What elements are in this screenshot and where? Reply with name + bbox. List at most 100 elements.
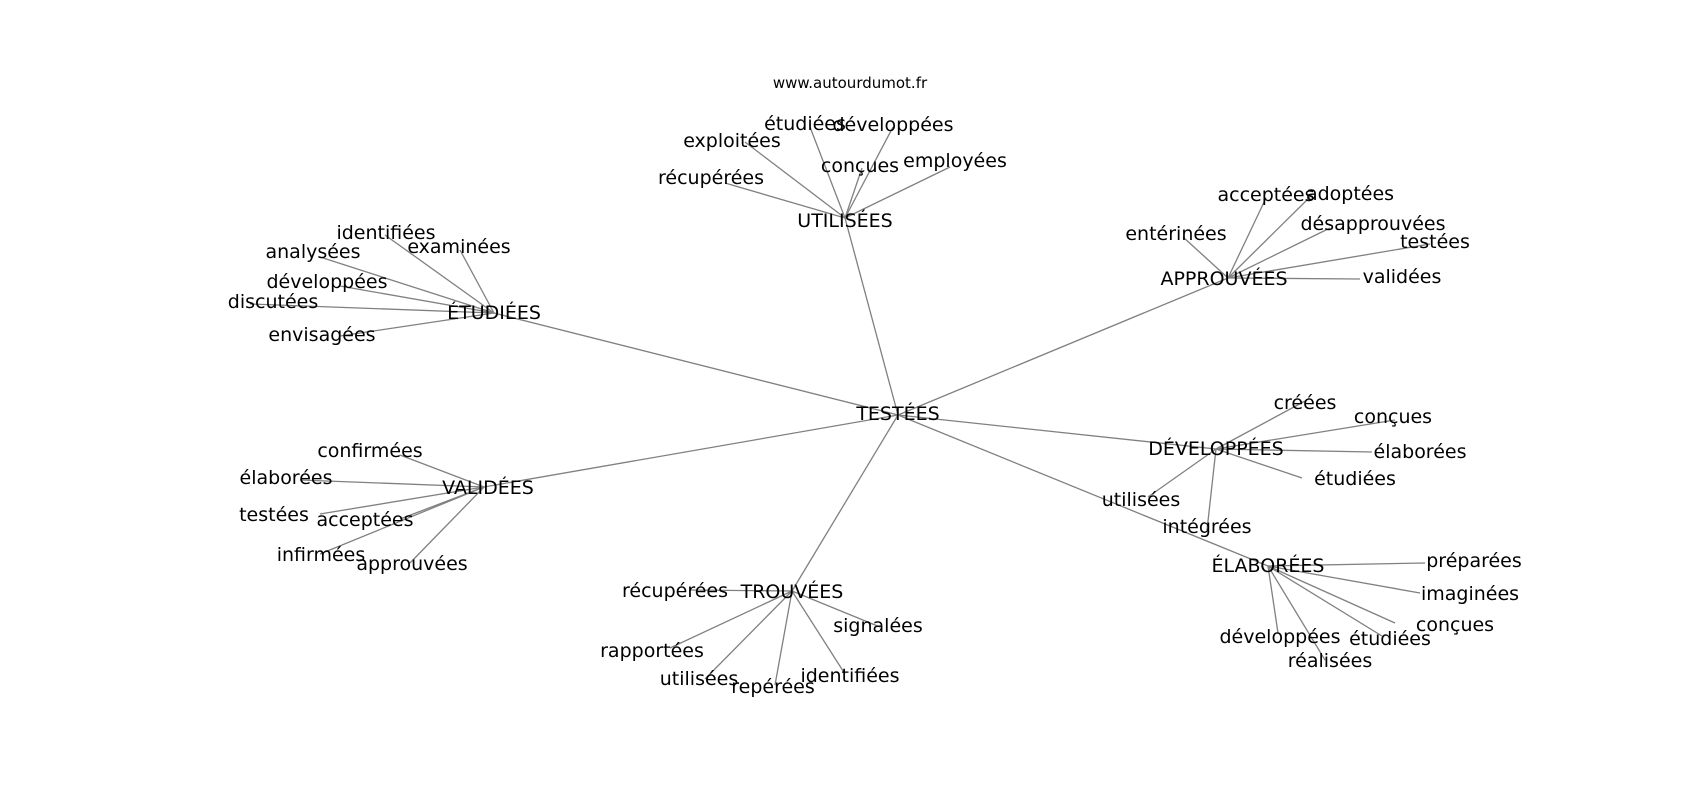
- leaf-node-label: imaginées: [1421, 583, 1519, 605]
- edge-hub-to-leaf: [459, 249, 495, 314]
- leaf-node-label: développées: [833, 114, 954, 136]
- edge-hub-to-leaf: [409, 486, 485, 564]
- leaf-node-label: acceptées: [316, 509, 413, 531]
- center-node-label: TESTÉES: [855, 402, 939, 425]
- leaf-node-label: examinées: [407, 236, 510, 258]
- leaf-node-label: confirmées: [317, 440, 422, 462]
- leaf-node-label: identifiées: [336, 222, 435, 244]
- leaf-node-label: élaborées: [240, 467, 333, 489]
- edge-hub-to-leaf: [1215, 448, 1303, 479]
- leaf-node-label: adoptées: [1306, 183, 1394, 205]
- edge-hub-to-leaf: [1215, 419, 1396, 450]
- graph-labels: www.autourdumot.fr TESTÉES étudiéesdével…: [228, 74, 1522, 698]
- edge-hub-to-leaf: [1147, 448, 1217, 498]
- edge-hub-to-leaf: [1267, 565, 1421, 594]
- edge-hub-to-leaf: [744, 141, 846, 219]
- leaf-node-label: conçues: [1416, 614, 1494, 636]
- edge-hub-to-leaf: [1227, 277, 1361, 280]
- leaf-node-label: approuvées: [356, 553, 467, 575]
- edge-hub-to-leaf: [791, 590, 846, 675]
- edge-center-to-hub: [897, 414, 1217, 450]
- leaf-node-label: testées: [239, 504, 309, 526]
- edge-hub-to-leaf: [1227, 227, 1331, 279]
- leaf-node-label: développées: [1220, 626, 1341, 648]
- edge-hub-to-leaf: [1206, 448, 1217, 531]
- leaf-node-label: conçues: [821, 155, 899, 177]
- hub-node-label: TROUVÉES: [740, 580, 844, 603]
- edge-hub-to-leaf: [1182, 236, 1229, 279]
- edge-center-to-hub: [897, 414, 1269, 567]
- edge-hub-to-leaf: [319, 256, 495, 314]
- edge-hub-to-leaf: [724, 182, 846, 219]
- leaf-node-label: analysées: [265, 241, 360, 263]
- leaf-node-label: rapportées: [600, 640, 704, 662]
- edge-center-to-hub: [897, 277, 1229, 416]
- edge-hub-to-leaf: [791, 590, 881, 628]
- edge-center-to-hub: [791, 414, 899, 592]
- edge-hub-to-leaf: [399, 454, 485, 488]
- leaf-node-label: employées: [903, 150, 1007, 172]
- edge-hub-to-leaf: [1215, 400, 1306, 450]
- leaf-node-label: exploitées: [683, 130, 781, 152]
- leaf-node-label: signalées: [833, 615, 922, 637]
- leaf-node-label: discutées: [228, 291, 318, 313]
- hub-node-label: VALIDÉES: [442, 476, 534, 499]
- edge-hub-to-leaf: [319, 486, 485, 515]
- edge-hub-to-leaf: [384, 234, 495, 314]
- leaf-node-label: repérées: [731, 676, 815, 698]
- edge-hub-to-leaf: [339, 312, 495, 337]
- leaf-node-label: désapprouvées: [1301, 213, 1446, 235]
- edge-hub-to-leaf: [1215, 448, 1373, 453]
- leaf-node-label: intégrées: [1162, 516, 1251, 538]
- edge-hub-to-leaf: [844, 126, 894, 219]
- leaf-node-label: identifiées: [800, 665, 899, 687]
- edge-hub-to-leaf: [844, 167, 863, 219]
- edge-hub-to-leaf: [844, 166, 951, 219]
- leaf-node-label: utilisées: [660, 668, 739, 690]
- hub-node-label: ÉLABORÉES: [1212, 554, 1325, 577]
- leaf-node-label: étudiées: [1314, 468, 1396, 490]
- hub-node-label: ÉTUDIÉES: [447, 301, 541, 324]
- edge-hub-to-leaf: [1267, 562, 1426, 567]
- hub-node-label: DÉVELOPPÉES: [1148, 437, 1284, 460]
- hub-node-label: UTILISÉES: [797, 209, 892, 232]
- edge-center-to-hub: [493, 312, 899, 416]
- edge-hub-to-leaf: [1267, 565, 1326, 661]
- leaf-node-label: testées: [1400, 231, 1470, 253]
- leaf-node-label: envisagées: [268, 324, 375, 346]
- leaf-node-label: récupérées: [658, 167, 764, 189]
- edge-hub-to-leaf: [339, 285, 495, 314]
- leaf-node-label: infirmées: [277, 544, 366, 566]
- edge-hub-to-leaf: [809, 126, 846, 219]
- edge-hub-to-leaf: [249, 303, 495, 314]
- source-url: www.autourdumot.fr: [773, 74, 928, 92]
- edge-hub-to-leaf: [1227, 243, 1431, 279]
- leaf-node-label: préparées: [1426, 550, 1522, 572]
- leaf-node-label: étudiées: [764, 113, 846, 135]
- graph-edges: [249, 126, 1431, 686]
- leaf-node-label: réalisées: [1288, 650, 1372, 672]
- leaf-node-label: acceptées: [1217, 184, 1314, 206]
- edge-hub-to-leaf: [774, 590, 793, 686]
- edge-hub-to-leaf: [1227, 197, 1267, 279]
- edge-hub-to-leaf: [689, 589, 793, 592]
- edge-hub-to-leaf: [1267, 565, 1279, 634]
- leaf-node-label: entérinées: [1125, 223, 1226, 245]
- edge-hub-to-leaf: [1267, 565, 1383, 637]
- hub-node-label: APPROUVÉES: [1160, 267, 1287, 290]
- edge-hub-to-leaf: [1267, 565, 1396, 624]
- edge-center-to-hub: [483, 414, 899, 488]
- leaf-node-label: étudiées: [1349, 628, 1431, 650]
- leaf-node-label: utilisées: [1102, 489, 1181, 511]
- leaf-node-label: validées: [1363, 266, 1442, 288]
- edge-hub-to-leaf: [1227, 196, 1311, 279]
- edge-hub-to-leaf: [704, 590, 793, 680]
- edge-hub-to-leaf: [319, 486, 485, 555]
- leaf-node-label: développées: [267, 271, 388, 293]
- leaf-node-label: créées: [1274, 392, 1337, 414]
- edge-hub-to-leaf: [299, 479, 485, 488]
- leaf-node-label: récupérées: [622, 580, 728, 602]
- leaf-node-label: conçues: [1354, 406, 1432, 428]
- leaf-node-label: élaborées: [1374, 441, 1467, 463]
